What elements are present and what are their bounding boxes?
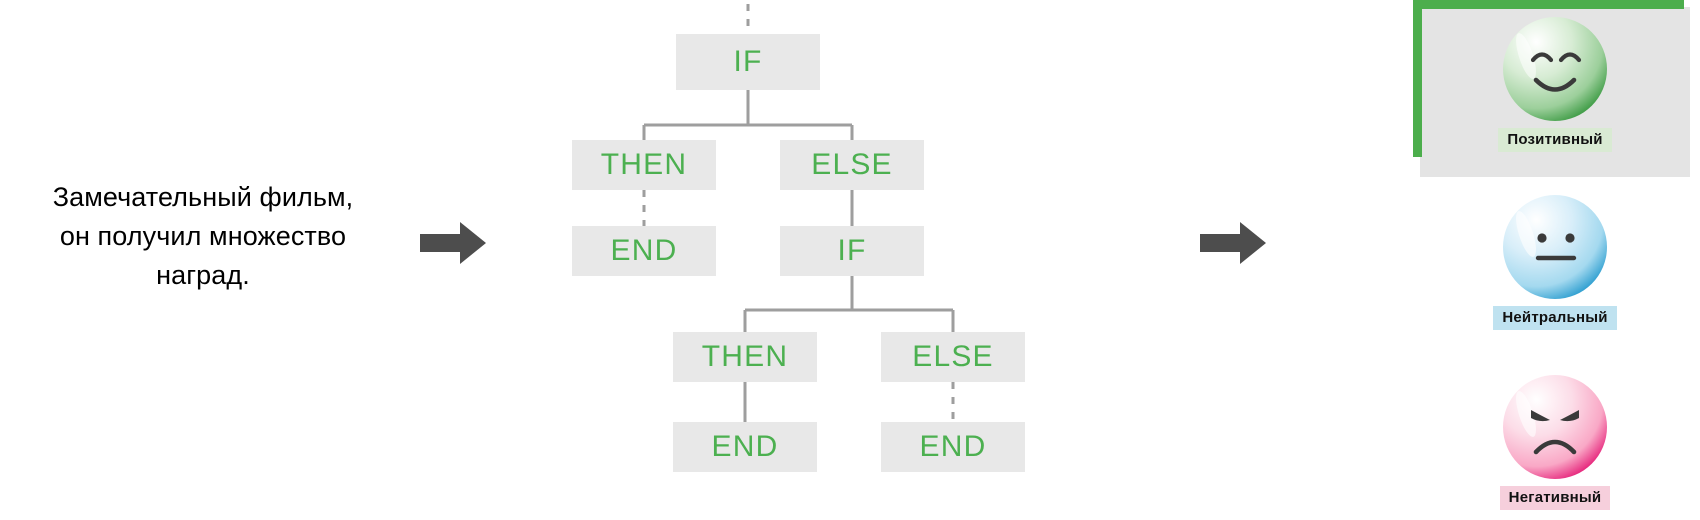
sentiment-classes: Позитивный <box>1300 0 1700 520</box>
positive-selection-highlight <box>1413 0 1684 157</box>
smiling-face-icon <box>1503 17 1607 121</box>
tree-node-label: ELSE <box>912 340 994 373</box>
tree-node-label: ELSE <box>811 148 893 181</box>
tree-node-else-1[interactable]: ELSE <box>780 140 924 190</box>
tree-node-label: THEN <box>600 148 688 181</box>
arrow-text-to-tree <box>420 222 486 264</box>
tree-node-then-1[interactable]: THEN <box>572 140 716 190</box>
parse-tree: IF THEN ELSE END IF THEN ELSE END END <box>572 4 1025 472</box>
tree-node-label: THEN <box>701 340 789 373</box>
tree-node-end-3[interactable]: END <box>881 422 1025 472</box>
input-sentence-line-1: Замечательный фильм, <box>52 182 354 212</box>
input-sentence-line-3: наград. <box>156 260 250 290</box>
tree-node-label: IF <box>733 45 763 78</box>
arrow-tree-to-sentiment <box>1200 222 1266 264</box>
tree-node-if-1[interactable]: IF <box>676 34 820 90</box>
tree-node-label: IF <box>837 234 867 267</box>
sentiment-label-neutral: Нейтральный <box>1493 306 1617 330</box>
sentiment-label-positive: Позитивный <box>1498 128 1612 152</box>
tree-node-label: END <box>919 430 987 463</box>
tree-node-end-2[interactable]: END <box>673 422 817 472</box>
tree-node-else-2[interactable]: ELSE <box>881 332 1025 382</box>
tree-node-then-2[interactable]: THEN <box>673 332 817 382</box>
sentiment-label-negative: Негативный <box>1499 486 1611 510</box>
tree-node-if-2[interactable]: IF <box>780 226 924 276</box>
tree-node-label: END <box>610 234 678 267</box>
neutral-face-icon <box>1503 195 1607 299</box>
angry-face-icon <box>1503 375 1607 479</box>
tree-node-label: END <box>711 430 779 463</box>
tree-edges <box>642 4 955 422</box>
input-sentence: Замечательный фильм, он получил множеств… <box>18 178 388 295</box>
tree-node-end-1[interactable]: END <box>572 226 716 276</box>
input-sentence-line-2: он получил множество <box>59 221 347 251</box>
